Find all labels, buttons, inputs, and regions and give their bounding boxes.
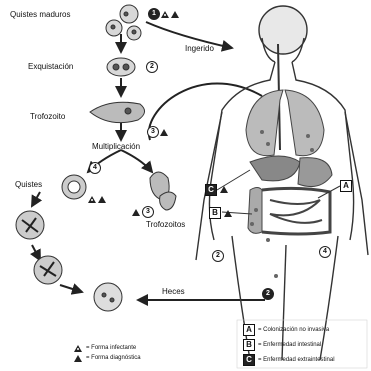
triangle-diagnostic-icon [74,355,82,362]
step-marker-2-body: 2 [212,250,224,262]
excystation-shape [107,58,135,76]
triangle-diagnostic-icon [224,210,232,217]
triangle-infective-icon [161,11,169,18]
legend-box-a: A [243,324,255,336]
step-marker-4-body: 4 [319,246,331,258]
step-marker-3b: 3 [142,206,154,218]
label-trophozoites: Trofozoitos [146,220,185,229]
legend-item-a-text: = Colonización no invasiva [258,327,329,334]
legend-box-b: B [243,339,255,351]
label-multiplication: Multiplicación [92,142,140,151]
step-marker-1: 1 [148,8,160,20]
legend-item-b-text: = Enfermedad intestinal [258,342,321,349]
legend-infective-text: = Forma infectante [86,345,136,352]
legend-box-c: C [243,354,255,366]
triangle-infective-icon [88,196,96,203]
label-feces: Heces [162,287,185,296]
label-cysts: Quistes [15,180,42,189]
box-b: B [209,207,221,219]
step-marker-3: 3 [147,126,159,138]
triangle-diagnostic-icon [132,209,140,216]
mature-cysts [106,5,141,40]
label-mature-cysts: Quistes maduros [10,10,70,19]
triangle-diagnostic-icon [160,129,168,136]
step-marker-4: 4 [89,162,101,174]
legend-diagnostic-text: = Forma diagnóstica [86,355,141,362]
organs [246,90,332,234]
step-marker-2-feces: 2 [262,288,274,300]
box-a: A [340,180,352,192]
triangle-diagnostic-icon [98,196,106,203]
label-ingested: Ingerido [185,44,214,53]
cyst-stages [16,175,122,311]
triangle-diagnostic-icon [220,186,228,193]
triangle-diagnostic-icon [171,11,179,18]
trophozoite-shape [90,102,145,122]
label-excystation: Exquistación [28,62,73,71]
step-marker-2: 2 [146,61,158,73]
triangle-infective-icon [74,345,82,352]
box-c: C [205,184,217,196]
multiplication-trophozoites [150,172,176,210]
label-trophozoite: Trofozoito [30,112,65,121]
legend-item-c-text: = Enfermedad extraintestinal [258,357,335,364]
